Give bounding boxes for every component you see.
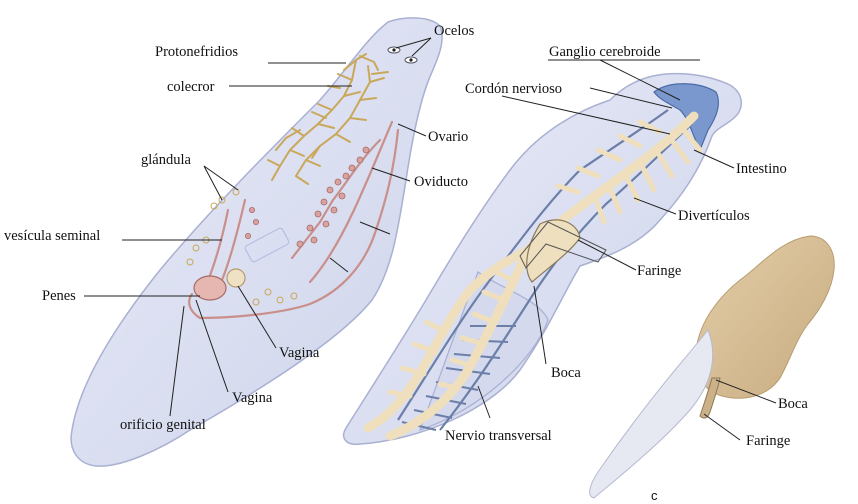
diagram-labels: Ocelos Protonefridios colecror Ovario Ov… [4,23,808,503]
label-nervio-transversal: Nervio transversal [445,428,552,444]
middle-leader-lines [477,59,735,419]
label-colector: colecror [167,79,215,95]
label-faringe-2: Faringe [746,433,790,449]
side-view-planarian [589,235,835,499]
label-protonefridios: Protonefridios [155,44,238,60]
label-ocelos: Ocelos [434,23,475,39]
intestinal-diverticula [387,119,703,399]
side-view-body [695,235,835,399]
cerebral-ganglion [653,83,720,152]
left-leader-lines [84,37,432,417]
pharynx-outline [244,227,290,263]
label-panel-c: c [651,488,658,503]
label-glandula: glándula [141,152,191,168]
label-intestino: Intestino [736,161,787,177]
pharynx [526,219,581,283]
side-view-pharynx [699,377,721,419]
label-faringe-1: Faringe [637,263,681,279]
middle-planarian [342,59,742,446]
vagina-bulb [226,268,246,288]
label-oviducto: Oviducto [414,174,468,190]
label-vagina-2: Vagina [232,390,273,406]
label-penes: Penes [42,288,76,304]
left-planarian [70,17,443,467]
label-boca-1: Boca [551,365,581,381]
label-cordon-nervioso: Cordón nervioso [465,81,562,97]
label-ganglio-cerebroide: Ganglio cerebroide [549,44,661,60]
penis-bulb [193,275,227,301]
testes-follicles [244,146,370,248]
side-view-tail [589,329,714,499]
label-vesicula-seminal: vesícula seminal [4,228,100,244]
left-body-outline [70,17,443,467]
protonephridia-network [267,53,389,185]
label-ovario: Ovario [428,129,468,145]
reproductive-system [188,120,400,320]
label-diverticulos: Divertículos [678,208,750,224]
glands [186,188,298,306]
label-vagina-1: Vagina [279,345,320,361]
label-boca-2: Boca [778,396,808,412]
label-orificio-genital: orificio genital [120,417,206,433]
